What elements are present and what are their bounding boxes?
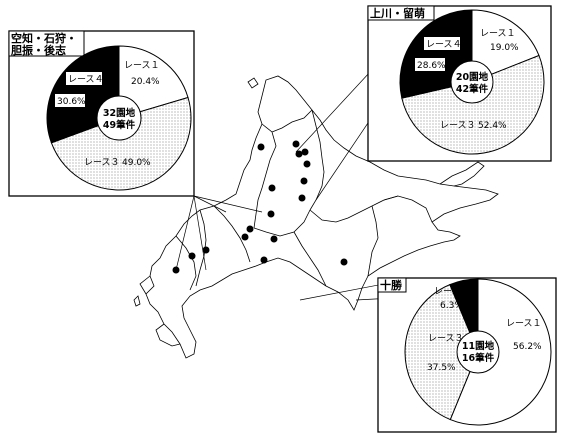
pie-slice: [401, 54, 545, 155]
center-line2: 42筆件: [456, 83, 489, 95]
segment-label-race4: レース４: [426, 40, 462, 50]
coastline: [145, 75, 499, 359]
inset-sorachi: 空知・石狩・ 胆振・後志 レース１ 20.4% レース４ 30.6% レース３ …: [8, 30, 195, 197]
inset-title-line1: 空知・石狩・: [11, 31, 77, 45]
segment-label-race1: レース１: [124, 61, 160, 71]
segment-label-race1: レース１: [480, 29, 516, 39]
segment-pct-bg-race4: [55, 94, 85, 107]
segment-label-race3: レース３: [440, 121, 476, 131]
segment-pct-bg-race4: [415, 58, 445, 71]
segment-pct-race3: 49.0%: [122, 158, 151, 168]
segment-label-race1: レース１: [506, 319, 542, 329]
boundary-kamikawa-west: [253, 123, 277, 229]
inset-title-line1: 十勝: [380, 278, 403, 292]
segment-pct-race4: 30.6%: [57, 97, 86, 107]
segment-pct-race1: 19.0%: [490, 43, 519, 53]
pie-center-hole: [456, 330, 500, 374]
rishiri-island: [247, 77, 259, 89]
pie-slice: [449, 278, 552, 426]
segment-label-bg-race4: [66, 72, 102, 85]
boundary-kushiro: [367, 205, 379, 277]
inset-title-line2: 胆振・後志: [11, 43, 66, 57]
orchard-dot: [202, 246, 210, 254]
segment-pct-race1: 20.4%: [131, 77, 160, 87]
okushiri-island: [133, 295, 141, 307]
boundary-abashiri: [383, 195, 433, 223]
inset-title-line1: 上川・留萌: [370, 6, 425, 20]
segment-pct-race4: 28.6%: [417, 61, 446, 71]
pie-chart: [404, 278, 552, 426]
segment-label-race4: レース４: [68, 75, 104, 85]
pie-center-hole: [96, 95, 142, 141]
inset-title-box: [377, 277, 407, 293]
shiretoko-peninsula: [439, 161, 485, 187]
boundary-tokachi: [293, 231, 327, 287]
pie-slice: [404, 283, 479, 421]
center-line1: 32園地: [103, 107, 136, 119]
segment-label-race4: レース４: [434, 287, 470, 297]
boundary-ishikari: [213, 205, 251, 263]
pie-slice: [118, 45, 189, 119]
pie-slice: [50, 96, 192, 191]
center-line2: 49筆件: [103, 119, 136, 131]
orchard-dot: [246, 225, 254, 233]
inset-kamikawa: 上川・留萌 レース１ 19.0% レース４ 28.6% レース３ 52.4% 2…: [367, 5, 552, 162]
center-line1: 11園地: [462, 340, 495, 352]
boundary-sorachi: [253, 209, 311, 237]
orchard-dot: [260, 256, 268, 264]
orchard-dot: [303, 160, 311, 168]
orchard-dot: [267, 210, 275, 218]
orchard-dot: [257, 143, 265, 151]
hokkaido-map: [133, 71, 499, 359]
pie-chart: [399, 9, 545, 155]
orchard-dot: [270, 235, 278, 243]
segment-pct-race1: 56.2%: [513, 342, 542, 352]
segment-label-race3: レース３: [428, 334, 464, 344]
segment-pct-race4: 6.3%: [440, 301, 463, 311]
orchard-dot: [292, 140, 300, 148]
leader-lines: [175, 71, 395, 301]
segment-label-race3: レース３: [84, 158, 120, 168]
center-line1: 20園地: [456, 71, 489, 83]
inset-title-box: [8, 30, 85, 57]
orchard-dot: [301, 148, 309, 156]
pie-center-hole: [450, 60, 494, 104]
orchard-dot: [298, 194, 306, 202]
center-line2: 16筆件: [462, 352, 495, 364]
inset-title-box: [367, 5, 435, 21]
boundary-rumoi: [271, 109, 313, 133]
orchard-dot: [188, 252, 196, 260]
pie-slice: [471, 9, 540, 83]
orchard-dot: [340, 258, 348, 266]
inset-tokachi: 十勝 レース４ 6.3% レース１ 56.2% レース３ 37.5% 11園地 …: [377, 277, 557, 433]
segment-pct-race3: 52.4%: [478, 121, 507, 131]
orchard-dot: [268, 184, 276, 192]
boundary-shiribeshi: [175, 235, 197, 291]
boundary-central: [309, 195, 399, 223]
boundary-kamikawa-east: [309, 109, 325, 211]
segment-pct-race3: 37.5%: [427, 363, 456, 373]
orchard-dots: [172, 140, 348, 274]
orchard-dot: [300, 177, 308, 185]
segment-label-bg-race4: [424, 37, 460, 50]
oshima-peninsula: [139, 275, 181, 347]
orchard-dot: [241, 233, 249, 241]
orchard-dot: [295, 150, 303, 158]
